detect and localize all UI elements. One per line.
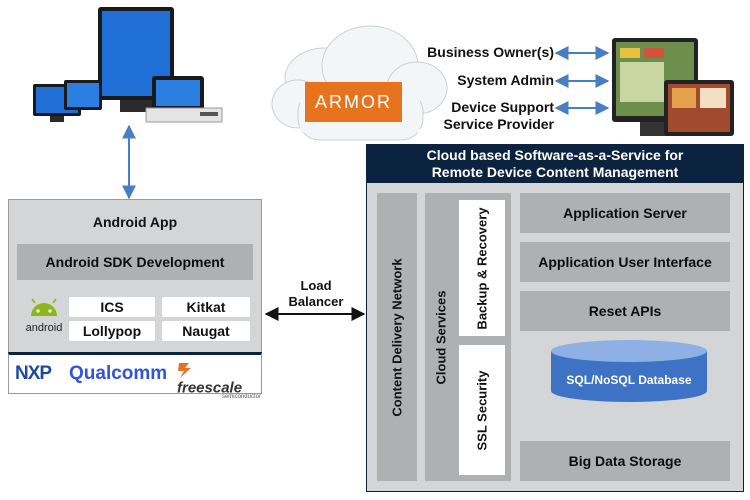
role-device-support-line2: Service Provider bbox=[443, 116, 554, 132]
role-business-owner: Business Owner(s) bbox=[427, 44, 554, 60]
nxp-logo-text: NXP bbox=[15, 363, 52, 384]
nxp-logo: NXP bbox=[15, 363, 52, 385]
ssl-label-wrap: SSL Security bbox=[459, 345, 505, 475]
ssl-box bbox=[459, 345, 505, 475]
armor-logo-text: ARMOR bbox=[315, 91, 392, 112]
reset-apis-box: Reset APIs bbox=[520, 291, 730, 331]
version-ics: ICS bbox=[69, 297, 155, 317]
armor-logo: ARMOR bbox=[305, 82, 402, 122]
cdn-label-wrap: Content Delivery Network bbox=[377, 193, 417, 481]
saas-title-line2: Remote Device Content Management bbox=[431, 164, 679, 180]
android-word: android bbox=[25, 322, 63, 334]
android-app-title: Android App bbox=[92, 214, 178, 230]
big-data-box: Big Data Storage bbox=[520, 441, 730, 481]
version-lollypop: Lollypop bbox=[69, 321, 155, 341]
ssl-label: SSL Security bbox=[474, 370, 490, 450]
saas-header: Cloud based Software-as-a-Service for Re… bbox=[367, 145, 743, 183]
cloud-services-label: Cloud Services bbox=[433, 290, 449, 384]
android-robot-icon bbox=[31, 298, 57, 316]
cdn-column bbox=[377, 193, 417, 481]
role-system-admin: System Admin bbox=[457, 72, 554, 88]
load-balancer-line2: Balancer bbox=[288, 294, 344, 309]
database-label: SQL/NoSQL Database bbox=[566, 373, 692, 387]
backup-label-wrap: Backup & Recovery bbox=[459, 200, 505, 336]
version-naugat: Naugat bbox=[162, 321, 250, 341]
cloud-services-label-wrap: Cloud Services bbox=[425, 193, 457, 481]
vendor-strip: NXP Qualcomm freescale semiconductor bbox=[8, 352, 262, 400]
load-balancer-line1: Load bbox=[300, 278, 332, 293]
freescale-sub-text: semiconductor bbox=[221, 394, 261, 401]
saas-title-line1: Cloud based Software-as-a-Service for bbox=[426, 147, 684, 163]
version-kitkat: Kitkat bbox=[162, 297, 250, 317]
app-server-box: Application Server bbox=[520, 193, 730, 233]
app-ui-box: Application User Interface bbox=[520, 242, 730, 282]
freescale-logo: freescale semiconductor bbox=[177, 361, 261, 400]
freescale-logo-text: freescale bbox=[177, 379, 243, 397]
android-sdk-box: Android SDK Development bbox=[17, 244, 253, 280]
database-cylinder-icon bbox=[551, 340, 707, 402]
cdn-label: Content Delivery Network bbox=[389, 257, 405, 417]
freescale-mark-icon bbox=[178, 363, 191, 378]
role-device-support-line1: Device Support bbox=[451, 99, 554, 115]
qualcomm-logo: Qualcomm bbox=[69, 363, 168, 384]
android-logo: android bbox=[19, 298, 69, 340]
android-app-panel: Android App Android SDK Development andr… bbox=[8, 199, 262, 353]
backup-label: Backup & Recovery bbox=[474, 206, 490, 330]
saas-panel: Cloud based Software-as-a-Service for Re… bbox=[366, 144, 744, 492]
backup-box bbox=[459, 200, 505, 336]
